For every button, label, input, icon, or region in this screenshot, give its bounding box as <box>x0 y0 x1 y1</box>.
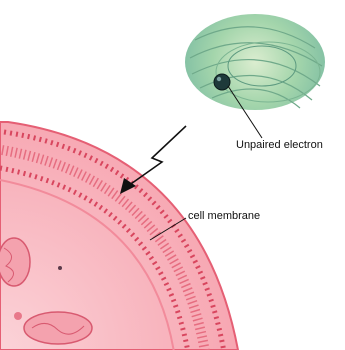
granule <box>58 266 62 270</box>
vesicle <box>14 312 22 320</box>
free-radical-swirl-icon <box>185 14 325 110</box>
cell <box>0 122 238 350</box>
electron-dot-icon <box>214 74 230 90</box>
mitochondrion <box>0 238 30 286</box>
cell-membrane-label: cell membrane <box>188 211 260 222</box>
unpaired-electron-label: Unpaired electron <box>236 140 323 151</box>
